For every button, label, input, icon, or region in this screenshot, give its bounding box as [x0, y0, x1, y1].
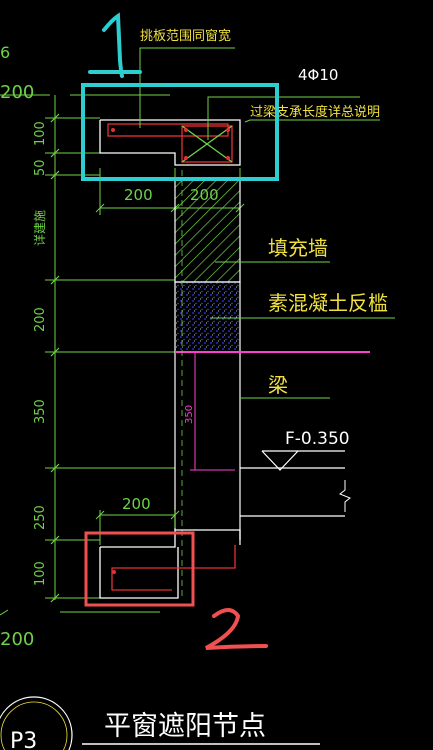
dim-50: 50: [33, 159, 48, 176]
detail-id: P3: [10, 729, 37, 750]
infill-wall: [174, 179, 241, 283]
level-mark: [261, 450, 345, 471]
vertical-dimension-chain: [0, 94, 175, 613]
detail-title: 平窗遮阳节点: [104, 711, 266, 742]
dim-bottom-width: 200: [122, 495, 151, 513]
dim-100-bottom: 100: [33, 561, 48, 586]
edge-label-top-b: 200: [0, 82, 34, 103]
edge-label-bottom: 200: [0, 629, 34, 650]
level-label: F-0.350: [285, 429, 350, 449]
marker-1: [88, 12, 142, 78]
bottom-width-dim: [95, 510, 180, 545]
rebar-label: 4Φ10: [298, 66, 338, 84]
dim-ticks: [50, 113, 60, 603]
concrete-sill-label: 素混凝土反槛: [268, 291, 388, 315]
dim-350-inner: 350: [184, 405, 195, 424]
edge-label-top-a: 6: [0, 43, 10, 62]
beam-label: 梁: [268, 373, 288, 397]
dim-top-width-1: 200: [124, 186, 153, 204]
dim-250: 250: [33, 505, 48, 530]
dim-350: 350: [33, 399, 48, 424]
window-height-label: 详建施: [32, 210, 47, 246]
concrete-sill: [174, 281, 241, 353]
lintel-note-label: 过梁支承长度详总说明: [250, 104, 380, 120]
annotation-box-2: [84, 531, 195, 607]
bottom-ledge: [99, 529, 241, 599]
detail-id-bubble: [0, 696, 73, 750]
dim-100-top: 100: [33, 121, 48, 146]
top-canopy: [99, 119, 241, 166]
infill-wall-label: 填充墙: [268, 236, 328, 260]
annotation-box-1: [81, 83, 279, 181]
marker-2: [205, 608, 268, 650]
leader-lines: [139, 47, 395, 399]
top-note-label: 挑板范围同窗宽: [140, 28, 231, 44]
beam-depth-dim: [190, 352, 235, 471]
dim-200: 200: [33, 307, 48, 332]
break-symbol: [339, 480, 351, 512]
beam-outline: [174, 352, 345, 545]
